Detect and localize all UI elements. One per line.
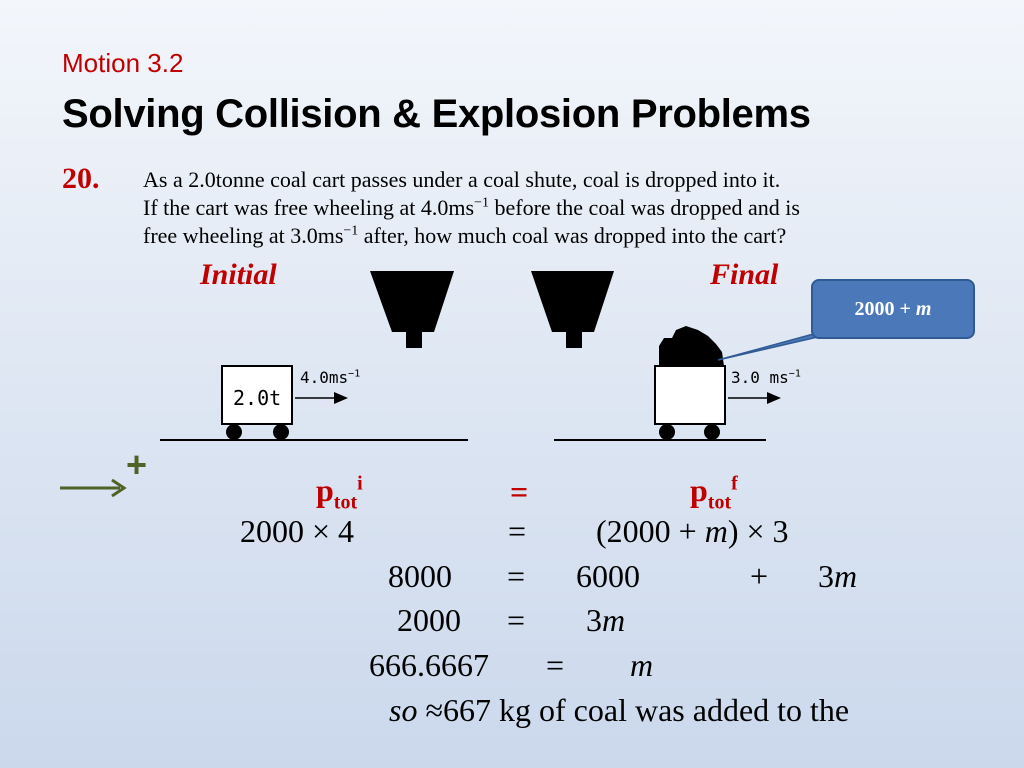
working-2-equals: = [507,558,526,594]
working-2-mid: 6000 [576,558,640,594]
initial-label: Initial [200,258,277,291]
question-line-2-a: If the cart was free wheeling at 4.0ms [143,195,475,220]
mass-callout: 2000 + m [811,279,975,339]
velocity-arrow-final [728,392,781,404]
conclusion: so≈667 kg of coal was added to the [389,692,849,729]
coal-chute-initial [370,271,454,348]
working-1-right-b: ) × 3 [727,513,789,549]
cart-final [654,365,726,440]
ptot-final-sup: f [731,472,738,495]
question-line-2-b: before the coal was dropped and is [489,195,800,220]
callout-text: 2000 + [854,297,916,320]
coal-chute-final [531,271,614,348]
working-4-equals: = [546,647,565,683]
question-line-2: If the cart was free wheeling at 4.0ms−1… [143,195,800,221]
question-line-2-sup: −1 [474,195,489,211]
ptot-initial-p: p [316,472,334,508]
velocity-initial-value: 4.0ms [300,368,349,387]
conclusion-so: so [389,692,418,728]
working-1-right-m: m [704,513,728,549]
working-2-right-m: m [834,558,858,594]
slide-title: Solving Collision & Explosion Problems [62,92,811,136]
final-label: Final [710,258,779,291]
question-line-3: free wheeling at 3.0ms−1 after, how much… [143,223,786,249]
section-label: Motion 3.2 [62,48,184,78]
working-3-left: 2000 [397,602,461,638]
velocity-final-label: 3.0 ms−1 [731,368,801,387]
question-line-3-sup: −1 [343,223,359,239]
question-line-1: As a 2.0tonne coal cart passes under a c… [143,167,781,192]
ptot-initial: ptoti [316,472,363,514]
working-2-right-a: 3 [818,558,834,594]
cart-initial-label: 2.0t [233,386,282,410]
positive-direction-arrow [60,478,127,498]
ptot-final: ptotf [690,472,738,514]
velocity-initial-label: 4.0ms−1 [300,368,360,387]
working-1-left: 2000 × 4 [240,513,355,549]
ptot-equals: = [510,474,529,510]
callout-m: m [915,297,932,320]
working-3-equals: = [507,602,526,638]
question-number: 20. [62,162,100,195]
cart-initial [221,365,293,440]
working-2-right: 3m [818,558,857,595]
working-3-right: 3m [586,602,625,639]
working-3-right-m: m [602,602,626,638]
velocity-arrow-initial [295,392,348,404]
ptot-final-sub: tot [707,491,732,514]
velocity-final-value: 3.0 ms [731,368,789,387]
question-line-3-b: after, how much coal was dropped into th… [358,223,787,248]
ptot-final-p: p [690,472,708,508]
working-2-left: 8000 [388,558,452,594]
velocity-initial-sup: −1 [348,368,361,380]
working-2-plus: + [750,558,769,594]
ptot-initial-sup: i [357,472,363,495]
working-1-equals: = [508,513,527,549]
positive-sign: + [126,444,148,485]
working-1-right: (2000 + m) × 3 [596,513,789,550]
coal-pile [659,326,724,366]
working-4-right-m: m [630,647,654,683]
working-4-left: 666.6667 [369,647,489,683]
velocity-final-sup: −1 [788,368,801,380]
conclusion-text: 667 kg of coal was added to the [443,692,850,728]
working-1-right-a: (2000 + [596,513,705,549]
working-4-right: m [630,647,653,684]
conclusion-approx: ≈ [425,692,444,728]
working-3-right-a: 3 [586,602,602,638]
ptot-initial-sub: tot [333,491,358,514]
question-line-3-a: free wheeling at 3.0ms [143,223,344,248]
